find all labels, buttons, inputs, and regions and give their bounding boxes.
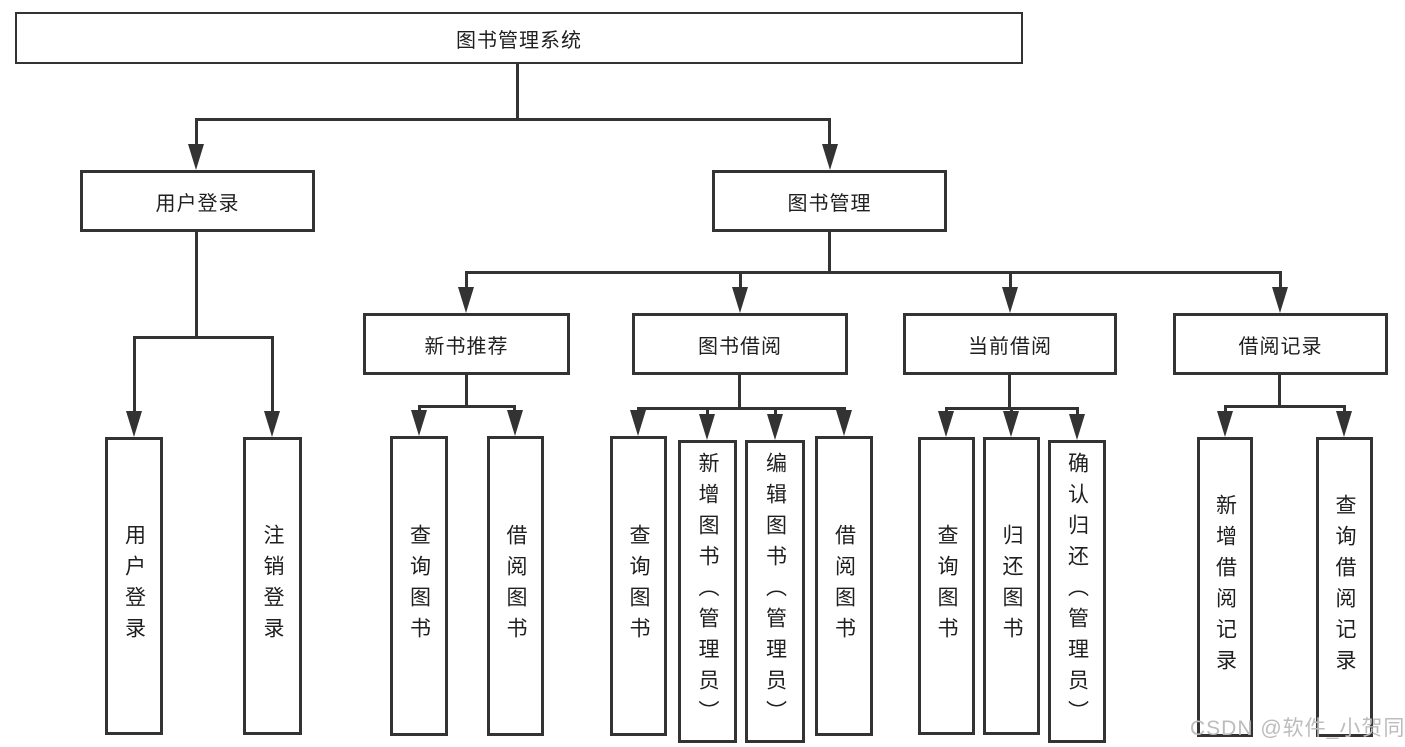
arrowhead-section — [1272, 287, 1288, 313]
leaf-query-books-1-label: 查询图书 — [407, 524, 431, 648]
connector-section2-rail — [637, 407, 845, 410]
connector-login-stub — [195, 232, 198, 336]
leaf-add-borrow-record-label: 新增借阅记录 — [1213, 494, 1237, 680]
connector-section4-stub — [1278, 375, 1281, 405]
leaf-logout-label: 注销登录 — [261, 524, 284, 648]
node-new-book-recommend: 新书推荐 — [363, 313, 570, 375]
connector-section1-rail — [418, 405, 515, 408]
arrowhead-leaf — [630, 410, 646, 436]
connector-leaf-drop — [513, 405, 516, 412]
node-root: 图书管理系统 — [15, 12, 1023, 64]
arrowhead-leaf — [699, 414, 715, 440]
connector-section-drop — [739, 271, 742, 287]
leaf-confirm-return-admin: 确认归还（管理员） — [1048, 440, 1106, 743]
connector-section2-stub — [738, 375, 741, 407]
arrowhead-section — [732, 287, 748, 313]
connector-mgmt-stub — [828, 232, 831, 271]
arrowhead-leaf — [126, 411, 142, 437]
connector-login-drop — [195, 118, 198, 146]
connector-leaf-drop — [271, 336, 274, 411]
connector-leaf-drop — [1076, 407, 1079, 416]
leaf-borrow-books-1-label: 借阅图书 — [504, 524, 527, 648]
node-book-management: 图书管理 — [712, 170, 947, 232]
leaf-return-books-label: 归还图书 — [1000, 524, 1023, 648]
connector-section-drop — [465, 271, 468, 287]
connector-section-drop — [1009, 271, 1012, 287]
arrowhead-leaf — [1217, 411, 1233, 437]
leaf-return-books: 归还图书 — [983, 437, 1040, 735]
connector-leaf-drop — [1343, 405, 1346, 413]
node-current-borrow-label: 当前借阅 — [968, 335, 1052, 358]
node-user-login: 用户登录 — [80, 170, 315, 232]
connector-sections-rail — [465, 271, 1281, 274]
connector-section3-stub — [1008, 375, 1011, 407]
leaf-borrow-books-2-label: 借阅图书 — [832, 524, 856, 648]
arrowhead-leaf — [767, 414, 783, 440]
connector-section4-rail — [1224, 405, 1345, 408]
leaf-query-books-3-label: 查询图书 — [935, 524, 958, 648]
node-book-borrow: 图书借阅 — [632, 313, 848, 375]
node-user-login-label: 用户登录 — [155, 192, 240, 215]
connector-leaf-drop — [418, 405, 421, 412]
connector-leaf-drop — [133, 336, 136, 411]
arrowhead-login — [188, 144, 204, 170]
connector-section-drop — [1279, 271, 1282, 287]
connector-section1-stub — [465, 375, 468, 405]
connector-leaf-drop — [1224, 405, 1227, 413]
leaf-edit-book-admin: 编辑图书（管理员） — [745, 440, 805, 743]
watermark: CSDN @软件_小贺同学 — [1190, 717, 1405, 740]
node-current-borrow: 当前借阅 — [903, 313, 1117, 375]
leaf-user-login: 用户登录 — [105, 437, 163, 735]
arrowhead-section — [458, 287, 474, 313]
connector-root-stub — [516, 64, 519, 118]
leaf-query-books-2-label: 查询图书 — [627, 524, 650, 648]
leaf-query-books-2: 查询图书 — [610, 436, 667, 736]
leaf-add-borrow-record: 新增借阅记录 — [1197, 437, 1253, 737]
arrowhead-leaf — [836, 410, 852, 436]
connector-leaf-drop — [945, 407, 948, 413]
arrowhead-section — [1002, 287, 1018, 313]
connector-mgmt-drop — [828, 118, 831, 146]
node-book-borrow-label: 图书借阅 — [698, 335, 782, 358]
leaf-query-borrow-record-label: 查询借阅记录 — [1333, 494, 1356, 680]
leaf-edit-book-admin-label: 编辑图书（管理员） — [763, 452, 787, 731]
node-borrow-records-label: 借阅记录 — [1238, 335, 1323, 358]
arrowhead-leaf — [411, 410, 427, 436]
leaf-borrow-books-1: 借阅图书 — [487, 436, 544, 736]
arrowhead-leaf — [507, 410, 523, 436]
leaf-borrow-books-2: 借阅图书 — [815, 436, 873, 736]
node-book-management-label: 图书管理 — [787, 192, 872, 215]
connector-leaf-drop — [637, 407, 640, 412]
leaf-add-book-admin-label: 新增图书（管理员） — [696, 452, 719, 731]
leaf-query-books-3: 查询图书 — [918, 437, 975, 735]
leaf-add-book-admin: 新增图书（管理员） — [678, 440, 737, 743]
connector-leaf-drop — [774, 407, 777, 415]
leaf-confirm-return-admin-label: 确认归还（管理员） — [1065, 452, 1089, 731]
leaf-logout: 注销登录 — [243, 437, 302, 735]
arrowhead-leaf — [1336, 411, 1352, 437]
node-borrow-records: 借阅记录 — [1173, 313, 1388, 375]
arrowhead-mgmt — [822, 144, 838, 170]
node-root-label: 图书管理系统 — [456, 29, 582, 52]
leaf-query-books-1: 查询图书 — [390, 436, 448, 736]
connector-login-rail — [133, 336, 273, 339]
arrowhead-leaf — [938, 411, 954, 437]
connector-leaf-drop — [706, 407, 709, 415]
connector-level1-rail — [195, 118, 830, 121]
connector-leaf-drop — [843, 407, 846, 412]
arrowhead-leaf — [1003, 411, 1019, 437]
leaf-user-login-label: 用户登录 — [122, 524, 146, 648]
connector-leaf-drop — [1010, 407, 1013, 413]
node-new-book-recommend-label: 新书推荐 — [424, 335, 509, 358]
leaf-query-borrow-record: 查询借阅记录 — [1316, 437, 1373, 737]
arrowhead-leaf — [264, 411, 280, 437]
arrowhead-leaf — [1069, 414, 1085, 440]
